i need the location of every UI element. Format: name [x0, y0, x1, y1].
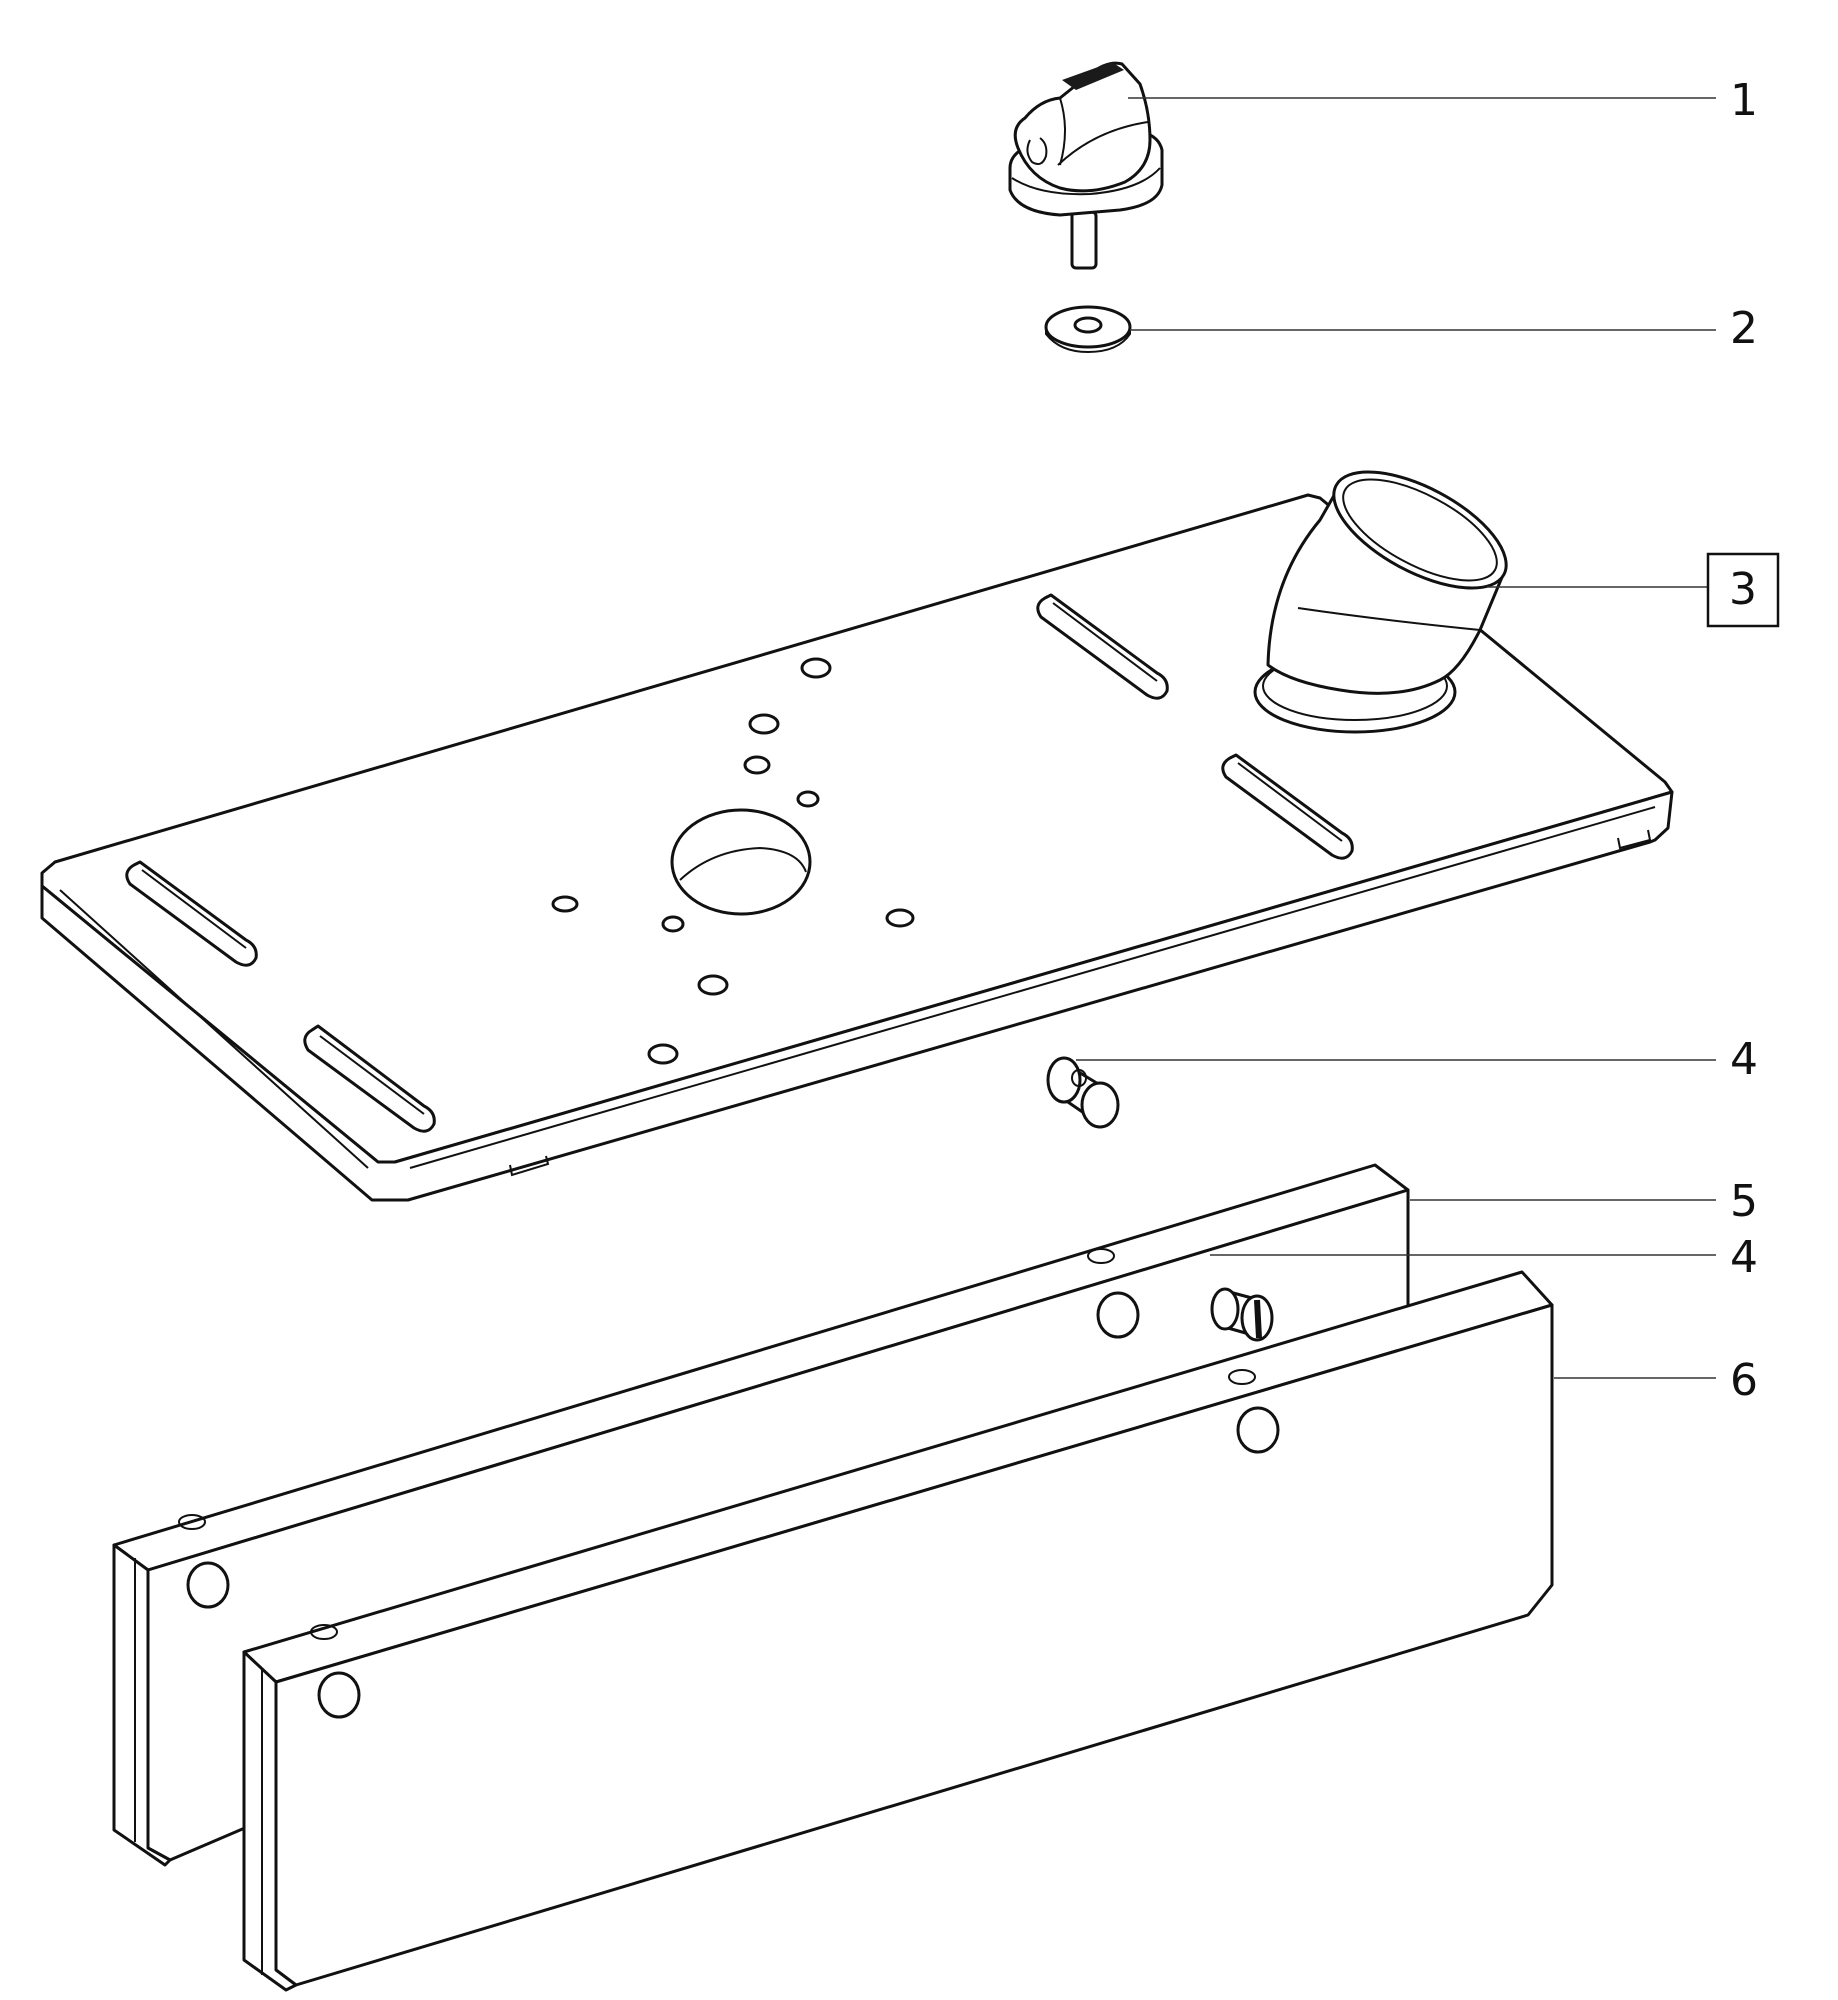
part-knob: [1008, 61, 1164, 270]
rear-bar-end-face: [112, 1543, 172, 1867]
part-base-plate: [40, 470, 1674, 1202]
callout-4b: 4: [1730, 1232, 1758, 1283]
part-pin-lower: [1210, 1287, 1274, 1342]
rear-bar-top-hole: [178, 1514, 206, 1530]
front-bar-end-face: [242, 1650, 298, 1992]
front-bar-top-hole: [310, 1624, 338, 1640]
front-bar-top-hole: [1228, 1369, 1256, 1385]
callout-3-box: [1706, 552, 1780, 628]
leader-lines: [1076, 97, 1716, 1379]
rear-bar-face-hole: [1096, 1291, 1140, 1339]
knob-shaft: [1070, 210, 1098, 270]
pin-end: [1046, 1056, 1082, 1104]
base-plate-dust-port: [1253, 470, 1508, 734]
callout-2: 2: [1730, 303, 1758, 354]
knob-grip: [1013, 61, 1152, 193]
callout-1: 1: [1730, 75, 1758, 126]
rear-bar-face-hole: [186, 1561, 230, 1609]
callout-3: 3: [1729, 564, 1757, 615]
pin-end: [1080, 1081, 1120, 1129]
base-plate-slots: [125, 593, 1354, 1133]
part-washer: [1044, 305, 1132, 354]
front-bar-face-hole: [317, 1671, 361, 1719]
knob-grip-highlight: [1062, 62, 1124, 90]
callout-labels: 1 2 3 4 5 4 6: [1706, 75, 1780, 1406]
part-pin-upper: [1046, 1056, 1120, 1129]
base-plate-small-holes: [551, 657, 915, 1065]
callout-4a: 4: [1730, 1034, 1758, 1085]
part-front-fence-bar: [242, 1270, 1554, 1992]
base-plate-edge: [40, 790, 1674, 1202]
callout-5: 5: [1730, 1176, 1758, 1227]
base-plate-center-hole: [670, 808, 812, 916]
front-bar-face-hole: [1236, 1406, 1280, 1454]
rear-bar-top-hole: [1087, 1248, 1115, 1264]
callout-6: 6: [1730, 1355, 1758, 1406]
